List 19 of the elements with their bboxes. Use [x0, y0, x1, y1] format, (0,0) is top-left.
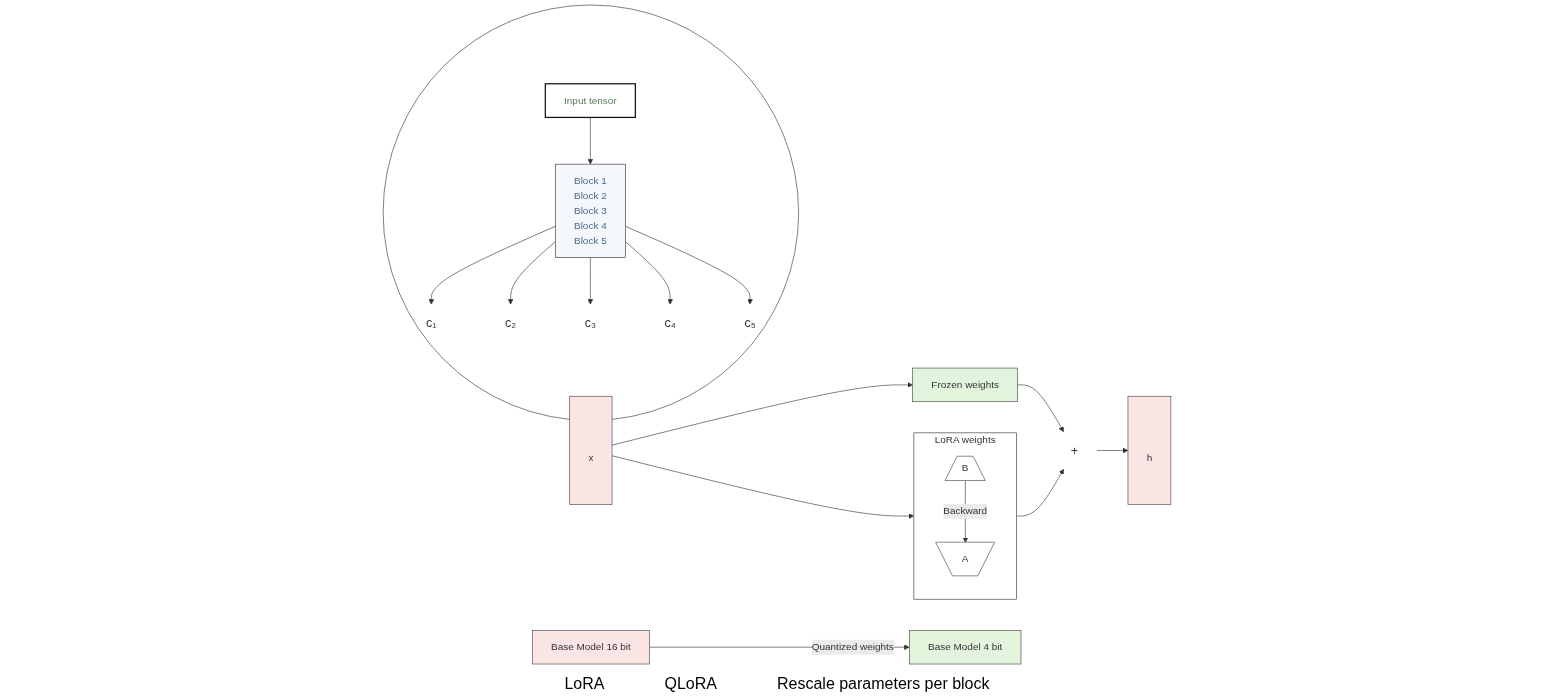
- node-box: x: [569, 395, 613, 505]
- node-text: c₂: [505, 316, 517, 330]
- node-box: Base Model 16 bit: [532, 630, 650, 665]
- section-label: QLoRA: [664, 675, 717, 693]
- section-label: LoRA: [564, 675, 605, 693]
- node-box: Block 1 Block 2 Block 3 Block 4 Block 5: [555, 163, 626, 258]
- node-text: c₁: [426, 316, 437, 330]
- node-box: Input tensor: [544, 83, 636, 119]
- cluster: [382, 4, 799, 421]
- node-text: c₃: [584, 316, 596, 330]
- node-box: Frozen weights: [912, 367, 1018, 402]
- section-label: Rescale parameters per block: [776, 675, 990, 693]
- node-box: Base Model 4 bit: [909, 630, 1022, 665]
- node-text: +: [1070, 443, 1079, 458]
- edge-label: Quantized weights: [811, 641, 894, 653]
- node-text: c₅: [744, 316, 756, 330]
- edge-label: Backward: [943, 505, 988, 517]
- node-box: h: [1127, 395, 1172, 505]
- node-text: c₄: [664, 316, 676, 330]
